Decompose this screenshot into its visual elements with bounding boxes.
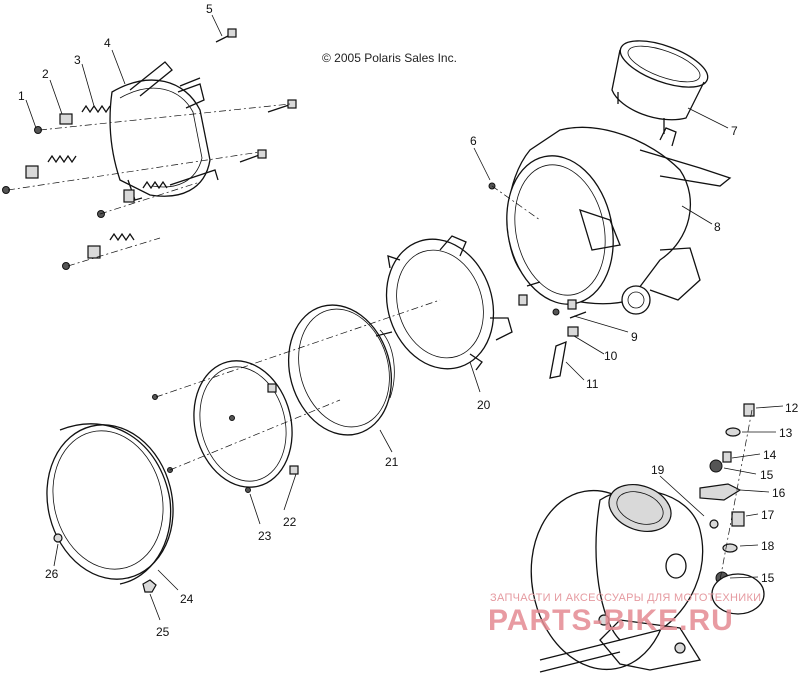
headlight-mounting-ring <box>385 235 513 371</box>
instrument-housing-assembly <box>530 403 765 673</box>
callout-3: 3 <box>74 53 81 67</box>
leader-lines <box>25 14 784 621</box>
callout-14: 14 <box>763 448 777 462</box>
callout-12: 12 <box>785 401 799 415</box>
callout-15-lower: 15 <box>761 571 775 585</box>
sealed-beam-lamp <box>287 304 395 436</box>
callout-15-upper: 15 <box>760 468 774 482</box>
callout-11: 11 <box>586 377 599 391</box>
retaining-ring <box>152 299 441 493</box>
callout-25: 25 <box>156 625 170 639</box>
small-fasteners <box>488 182 587 379</box>
callout-8: 8 <box>714 220 721 234</box>
adjuster-bracket-assembly <box>2 28 297 270</box>
callout-17: 17 <box>761 508 775 522</box>
headlight-bezel <box>46 423 174 593</box>
callout-9: 9 <box>631 330 638 344</box>
callout-22: 22 <box>283 515 297 529</box>
speedometer-gauge <box>611 40 709 134</box>
callout-23: 23 <box>258 529 272 543</box>
callout-18: 18 <box>761 539 775 553</box>
callout-19: 19 <box>651 463 665 477</box>
callout-5: 5 <box>206 2 213 16</box>
callout-13: 13 <box>779 426 793 440</box>
watermark-logo: PARTS-BIKE.RU <box>488 604 734 637</box>
callout-16: 16 <box>772 486 786 500</box>
callout-24: 24 <box>180 592 194 606</box>
copyright-notice: © 2005 Polaris Sales Inc. <box>322 51 457 65</box>
callout-26: 26 <box>45 567 59 581</box>
headlight-housing <box>506 126 732 315</box>
callout-7: 7 <box>731 124 738 138</box>
watermark-caption: ЗАПЧАСТИ И АКСЕССУАРЫ ДЛЯ МОТОТЕХНИКИ <box>490 592 762 604</box>
callout-21: 21 <box>385 455 399 469</box>
callout-10: 10 <box>604 349 618 363</box>
callout-20: 20 <box>477 398 491 412</box>
callout-4: 4 <box>104 36 111 50</box>
callout-6: 6 <box>470 134 477 148</box>
callout-2: 2 <box>42 67 49 81</box>
callout-1: 1 <box>18 89 25 103</box>
